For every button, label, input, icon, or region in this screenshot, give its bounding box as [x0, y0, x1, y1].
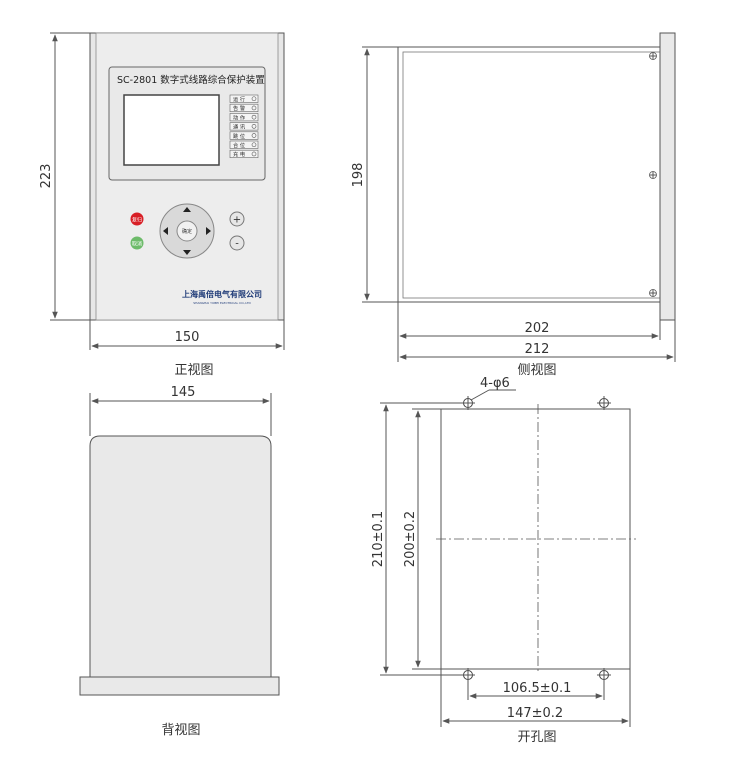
- side-height-dim: 198: [351, 163, 366, 188]
- indicator-box: [229, 131, 259, 140]
- front-view-caption: 正视图: [174, 363, 213, 378]
- indicator-label: 运 行: [233, 95, 245, 103]
- front-height-dim: 223: [39, 164, 54, 189]
- device-title: SC-2801 数字式线路综合保护装置: [117, 74, 265, 86]
- hole-dim: 4-φ6: [480, 376, 510, 391]
- indicator-box: [229, 149, 259, 158]
- indicator-box: [229, 140, 259, 149]
- front-width-dim: 150: [175, 330, 200, 345]
- confirm-button-label: 确定: [182, 228, 192, 235]
- side-case: [397, 46, 661, 303]
- led-indicator-icon: [251, 96, 257, 102]
- minus-button-label: -: [235, 239, 239, 250]
- indicator-label: 跳 位: [233, 132, 245, 140]
- reset-button[interactable]: [130, 212, 144, 226]
- led-indicator-icon: [251, 142, 257, 148]
- side-depth-outer-dim: 212: [525, 342, 550, 357]
- back-view-caption: 背视图: [161, 723, 200, 738]
- nav-up-icon[interactable]: [183, 207, 191, 212]
- back-case: [89, 435, 272, 678]
- cancel-button[interactable]: [130, 236, 144, 250]
- back-flange: [79, 676, 280, 696]
- indicator-list: 运 行告 警动 作通 讯跳 位合 位充 电: [229, 94, 259, 158]
- screw-icon: [649, 171, 657, 179]
- indicator-label: 合 位: [233, 141, 245, 149]
- lcd-screen: [123, 94, 220, 166]
- side-front-panel: [659, 32, 676, 321]
- brand-name: 上海禹倍电气有限公司: [182, 289, 262, 299]
- mounting-hole-icon: [597, 668, 611, 682]
- back-view: 145 背视图: [79, 385, 280, 738]
- cutout-hole-spacing-dim: 106.5±0.1: [503, 681, 572, 696]
- led-indicator-icon: [251, 114, 257, 120]
- indicator-box: [229, 122, 259, 131]
- indicator-box: [229, 113, 259, 122]
- indicator-box: [229, 103, 259, 112]
- indicator-label: 通 讯: [233, 123, 246, 131]
- indicator-label: 动 作: [233, 113, 245, 121]
- led-indicator-icon: [251, 124, 257, 129]
- cutout-height-inner-dim: 200±0.2: [403, 511, 418, 567]
- reset-button-label: 复归: [132, 217, 142, 224]
- cutout-height-outer-dim: 210±0.1: [371, 511, 386, 567]
- led-indicator-icon: [251, 151, 257, 157]
- screw-icon: [649, 52, 657, 60]
- front-view: SC-2801 数字式线路综合保护装置 运 行告 警动 作通 讯跳 位合 位充 …: [39, 32, 285, 378]
- leader-line: [470, 389, 490, 401]
- cutout-view: 4-φ6 210±0.1 200±0.2 106.5±0.1 147±0.2 开…: [371, 376, 636, 745]
- side-depth-inner-dim: 202: [525, 321, 550, 336]
- indicator-label: 充 电: [233, 150, 245, 158]
- screw-icon: [649, 289, 657, 297]
- nav-right-icon[interactable]: [206, 227, 211, 235]
- minus-button[interactable]: [229, 235, 245, 251]
- brand-name-en: SHANGHAI YUBEI ELECTRICAL CO.,LTD: [193, 301, 251, 305]
- side-view: 198 202 212 侧视图: [351, 32, 676, 378]
- cutout-view-caption: 开孔图: [517, 730, 556, 745]
- indicator-box: [229, 94, 259, 103]
- led-indicator-icon: [251, 105, 257, 111]
- led-indicator-icon: [251, 133, 257, 138]
- cutout-width-dim: 147±0.2: [507, 706, 563, 721]
- confirm-button[interactable]: [176, 220, 198, 242]
- nav-down-icon[interactable]: [183, 250, 191, 255]
- mounting-hole-icon: [597, 396, 611, 410]
- side-view-caption: 侧视图: [517, 363, 556, 378]
- nav-left-icon[interactable]: [163, 227, 168, 235]
- mounting-hole-icon: [461, 668, 475, 682]
- back-width-dim: 145: [171, 385, 196, 400]
- plus-button[interactable]: [229, 211, 245, 227]
- plus-button-label: +: [233, 215, 241, 226]
- indicator-label: 告 警: [233, 104, 245, 112]
- cancel-button-label: 取消: [132, 241, 142, 248]
- mounting-hole-icon: [461, 396, 475, 410]
